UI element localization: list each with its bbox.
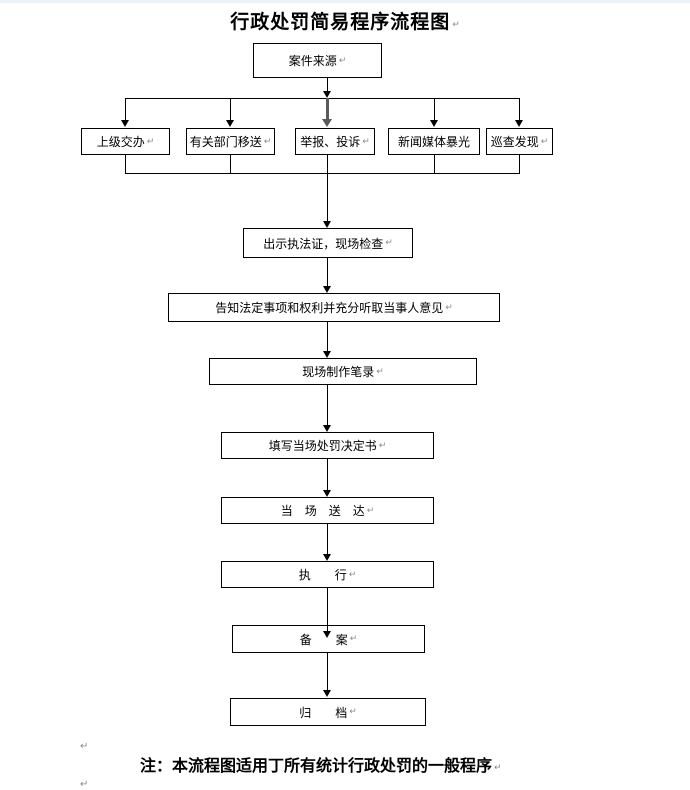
- connector-line: [327, 155, 328, 173]
- arrow-down-icon: [323, 91, 331, 98]
- paragraph-mark: ↵: [378, 440, 387, 451]
- connector-line: [327, 588, 328, 631]
- footer-note: 注：本流程图适用丁所有统计行政处罚的一般程序↵: [140, 752, 502, 776]
- collector-line: [125, 173, 520, 174]
- node-case-source: 案件来源↵: [253, 43, 382, 78]
- arrow-down-icon: [323, 554, 331, 561]
- node-execution: 执 行↵: [221, 561, 434, 588]
- node-archiving: 归 档↵: [230, 698, 426, 726]
- arrow-down-icon: [323, 425, 331, 432]
- window-top-edge: [0, 0, 690, 3]
- node-fill-decision: 填写当场处罚决定书↵: [221, 432, 434, 459]
- connector-line: [230, 98, 231, 120]
- page-title: 行政处罚简易程序流程图↵: [0, 7, 690, 34]
- connector-line: [327, 524, 328, 554]
- distribution-line: [125, 98, 520, 99]
- node-label: 告知法定事项和权利并充分听取当事人意见: [215, 301, 444, 315]
- node-label: 填写当场处罚决定书: [268, 439, 377, 453]
- arrow-down-icon: [121, 120, 129, 127]
- connector-line: [125, 98, 126, 120]
- paragraph-mark: ↵: [376, 366, 384, 377]
- arrow-down-icon: [323, 490, 331, 497]
- arrow-down-icon: [322, 119, 332, 127]
- paragraph-mark: ↵: [494, 763, 502, 773]
- node-superior-assignment: 上级交办↵: [81, 128, 170, 155]
- paragraph-mark: ↵: [349, 707, 357, 717]
- paragraph-mark: ↵: [80, 779, 89, 790]
- node-filing: 备 案↵: [232, 625, 425, 653]
- page-title-text: 行政处罚简易程序流程图: [230, 11, 451, 33]
- paragraph-mark: ↵: [146, 136, 155, 147]
- arrow-down-icon: [226, 120, 234, 127]
- node-dept-transfer: 有关部门移送↵: [186, 128, 275, 155]
- paragraph-mark: ↵: [445, 302, 453, 313]
- node-onsite-delivery: 当 场 送 达↵: [221, 497, 434, 524]
- paragraph-mark: ↵: [452, 20, 460, 30]
- paragraph-mark: ↵: [348, 569, 357, 580]
- node-report-complaint: 举报、投诉↵: [295, 128, 375, 155]
- connector-line: [327, 258, 328, 286]
- arrow-down-icon: [323, 221, 331, 228]
- node-media-exposure: 新闻媒体暴光: [388, 128, 480, 155]
- connector-line: [327, 385, 328, 425]
- node-label: 巡查发现: [490, 135, 539, 149]
- arrow-down-icon: [515, 120, 523, 127]
- node-label: 执 行: [298, 568, 347, 582]
- arrow-down-icon: [323, 631, 331, 638]
- paragraph-mark: ↵: [385, 238, 393, 248]
- node-label: 上级交办: [96, 135, 145, 149]
- connector-line: [327, 78, 328, 92]
- arrow-down-icon: [323, 351, 331, 358]
- node-label: 当 场 送 达: [280, 504, 365, 518]
- connector-line: [125, 155, 126, 173]
- paragraph-mark: ↵: [80, 741, 89, 752]
- footer-note-text: 注：本流程图适用丁所有统计行政处罚的一般程序: [140, 756, 493, 775]
- connector-line: [327, 173, 328, 221]
- arrow-down-icon: [323, 690, 331, 697]
- paragraph-mark: ↵: [349, 634, 358, 644]
- node-onsite-inspection: 出示执法证，现场检查↵: [243, 228, 413, 258]
- node-label: 新闻媒体暴光: [397, 135, 470, 149]
- node-label: 有关部门移送: [189, 135, 262, 149]
- paragraph-mark: ↵: [338, 55, 347, 66]
- node-label: 案件来源: [288, 54, 337, 68]
- node-label: 现场制作笔录: [302, 365, 375, 379]
- connector-line: [519, 155, 520, 173]
- connector-line: [327, 322, 328, 351]
- paragraph-mark: ↵: [362, 136, 370, 147]
- paragraph-mark: ↵: [263, 136, 272, 147]
- node-label: 举报、投诉: [300, 135, 361, 149]
- paragraph-mark: ↵: [540, 136, 549, 147]
- arrow-down-icon: [323, 286, 331, 293]
- connector-line: [326, 98, 329, 119]
- connector-line: [434, 98, 435, 120]
- node-patrol-discovery: 巡查发现↵: [486, 128, 553, 155]
- node-inform-rights: 告知法定事项和权利并充分听取当事人意见↵: [168, 293, 500, 322]
- node-label: 归 档: [299, 705, 348, 720]
- node-label: 出示执法证，现场检查: [263, 236, 384, 251]
- node-onsite-record: 现场制作笔录↵: [209, 358, 477, 385]
- paragraph-mark: ↵: [366, 505, 375, 516]
- connector-line: [230, 155, 231, 173]
- node-label: 备 案: [299, 632, 348, 647]
- connector-line: [327, 653, 328, 690]
- connector-line: [327, 459, 328, 490]
- connector-line: [434, 155, 435, 173]
- arrow-down-icon: [430, 120, 438, 127]
- connector-line: [519, 98, 520, 120]
